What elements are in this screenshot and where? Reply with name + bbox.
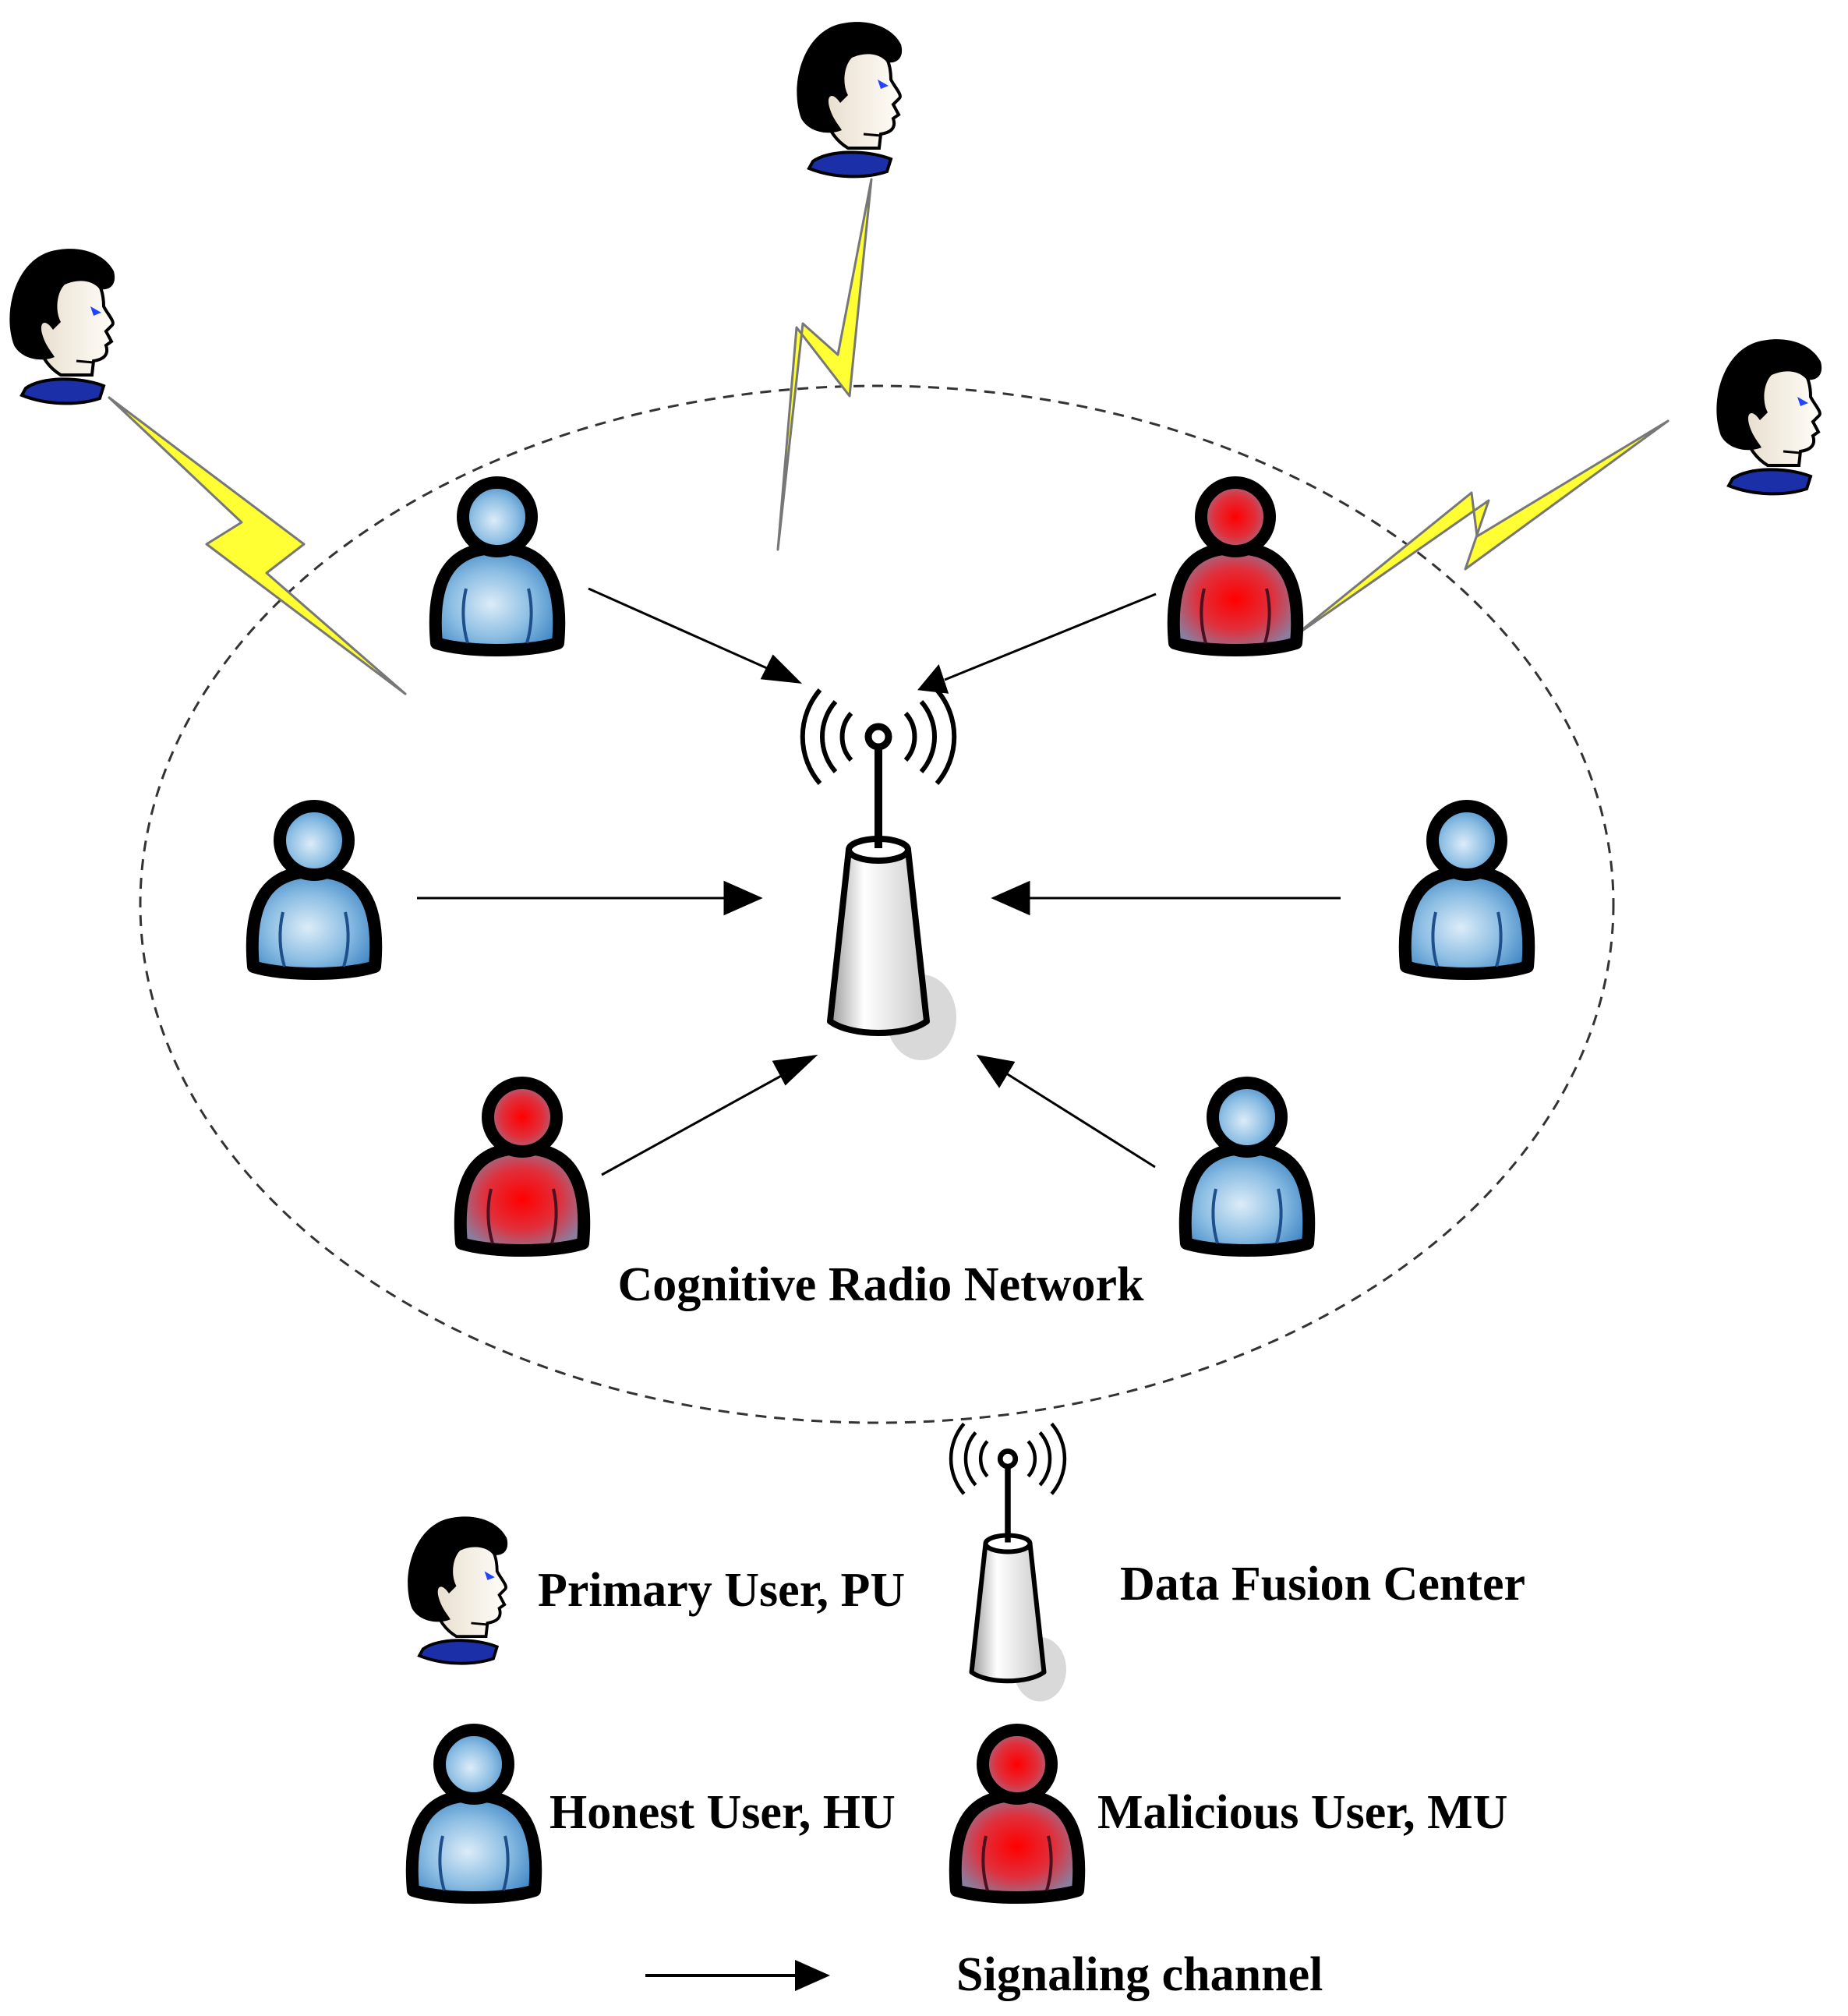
legend-malicious-user-icon <box>956 1730 1079 1898</box>
legend-arrow-icon <box>645 1960 830 1991</box>
malicious-user-icon <box>1174 483 1297 650</box>
lightning-bolt-right <box>1291 419 1670 639</box>
network-boundary <box>139 384 1615 1424</box>
network-label: Cognitive Radio Network <box>617 1258 1144 1311</box>
honest-user-icon <box>436 483 559 650</box>
legend-malicious-user-label: Malicious User, MU <box>1097 1786 1507 1839</box>
lightning-bolt-left <box>108 396 407 695</box>
legend-signaling-channel-label: Signaling channel <box>956 1948 1323 2001</box>
primary-user-icon <box>1715 338 1824 496</box>
legend-honest-user-icon <box>412 1730 535 1898</box>
primary-user-icon <box>8 247 117 405</box>
data-fusion-center-tower <box>803 690 956 1060</box>
malicious-user-icon <box>461 1083 584 1250</box>
legend-primary-user-label: Primary User, PU <box>538 1564 905 1617</box>
legend: Primary User, PU Data Fusion Center Hone… <box>408 1424 1525 2001</box>
legend-primary-user-icon <box>406 1515 510 1665</box>
lightning-bolt-top <box>776 178 873 551</box>
honest-user-icon <box>253 806 376 974</box>
legend-data-fusion-center-icon <box>951 1424 1066 1701</box>
primary-user-icon <box>795 20 904 179</box>
honest-user-icon <box>1405 806 1528 974</box>
signaling-arrows <box>417 587 1341 1176</box>
legend-data-fusion-center-label: Data Fusion Center <box>1120 1558 1525 1611</box>
honest-user-icon <box>1185 1083 1309 1250</box>
legend-honest-user-label: Honest User, HU <box>549 1786 896 1839</box>
